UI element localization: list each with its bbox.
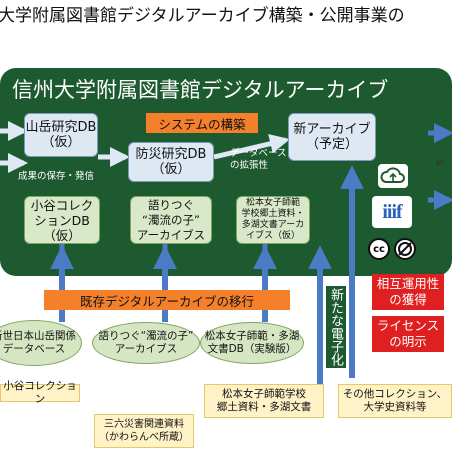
sanroku-collection: 三六災害関連資料 （かわらんべ所蔵）	[94, 414, 194, 448]
iiif-logo-text: iiif	[382, 200, 402, 223]
cloud-icon	[378, 164, 408, 188]
ja-label: JA	[436, 158, 444, 167]
expand-note: データベース の拡張性	[230, 148, 287, 171]
panel-title: 信州大学附属図書館デジタルアーカイブ	[12, 78, 389, 102]
arrow-bosai-to-new	[213, 133, 290, 160]
public-domain-icon	[394, 238, 416, 260]
kataritsugu-oval: 語りつぐ“濁流の子” アーカイブス	[92, 322, 200, 364]
license-badge: ライセンス の明示	[372, 316, 444, 352]
cc-icon: cc	[368, 238, 390, 260]
system-build-tag: システムの構築	[146, 113, 258, 133]
migration-tag: 既存デジタルアーカイブの移行	[44, 290, 290, 310]
matsumoto-collection: 松本女子師範学校 郷土資料・多湖文書	[204, 384, 324, 418]
otari-db-box: 小谷コレク ションDB （仮）	[24, 196, 100, 244]
otari-collection: 小谷コレクション	[0, 380, 80, 405]
matsumoto-oval: 松本女子師範・多湖 文書DB（実験版）	[200, 322, 304, 364]
other-collection: その他コレクション、 大学史資料等	[338, 384, 452, 418]
new-archive-box: 新アーカイブ （予定）	[288, 113, 376, 161]
kataritsugu-box: 語りつぐ “濁流の子” アーカイブス	[130, 196, 212, 244]
shinseiki-oval: 新世日本山岳関係 データベース	[0, 320, 82, 366]
bosai-db-box: 防災研究DB （仮）	[128, 142, 214, 182]
page-title: 大学附属図書館デジタルアーカイブ構築・公開事業の	[0, 6, 405, 26]
matsumoto-archive-box: 松本女子師範 学校郷土資料・ 多湖文書アーカ イブス（仮）	[236, 196, 310, 244]
interop-badge: 相互運用性 の獲得	[372, 274, 444, 310]
sangaku-db-box: 山岳研究DB （仮）	[24, 113, 98, 157]
digitization-label: 新たな電子化	[326, 286, 346, 368]
preserve-note: 成果の保存・発信	[18, 171, 95, 182]
iiif-icon: iiif	[372, 196, 412, 228]
